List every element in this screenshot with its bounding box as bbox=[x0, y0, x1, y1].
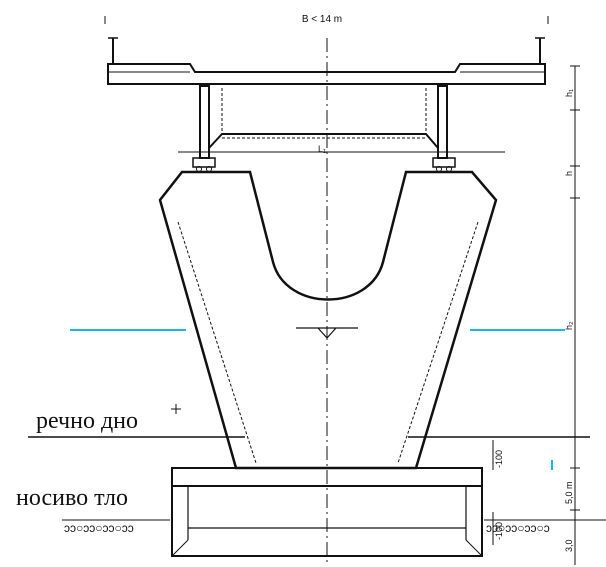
offset-label-bottom: -100 bbox=[494, 522, 504, 540]
foundation-offsets: -100 -100 bbox=[492, 440, 553, 545]
span-label: L₁ bbox=[318, 144, 326, 154]
height-label-h: h bbox=[564, 171, 574, 176]
soil-hatching-left: ↄɔ○ↄɔ○ↄɔ○ↄɔ bbox=[62, 519, 170, 535]
dim-label-5m: 5,0 m bbox=[564, 481, 574, 504]
offset-label-top: -100 bbox=[494, 450, 504, 468]
deck-width-dimension: B < 14 m bbox=[104, 14, 549, 25]
deck-railings bbox=[108, 37, 545, 64]
bridge-deck bbox=[107, 63, 546, 85]
riverbed: речно дно bbox=[28, 404, 590, 438]
dim-label-3m: 3,0 bbox=[564, 539, 574, 552]
height-label-h2: h₂ bbox=[564, 321, 574, 330]
span-dimension: L₁ bbox=[178, 144, 505, 154]
deck-width-label: B < 14 m bbox=[302, 14, 342, 25]
svg-text:ↄɔ○ↄɔ○ↄɔ○ↄɔ: ↄɔ○ↄɔ○ↄɔ○ↄɔ bbox=[64, 521, 134, 535]
water-level bbox=[70, 327, 565, 339]
water-level-marker bbox=[296, 327, 358, 339]
foundation bbox=[171, 467, 483, 557]
v-pier bbox=[158, 170, 498, 470]
bearing-soil-label: носиво тло bbox=[16, 485, 128, 511]
vertical-dimension-chain: h₁ h h₂ 5,0 m 3,0 bbox=[564, 65, 580, 565]
svg-text:ↄɔ○ↄɔ○ↄɔ○ↄ: ↄɔ○ↄɔ○ↄɔ○ↄ bbox=[486, 521, 550, 535]
bearings bbox=[192, 157, 456, 172]
height-label-h1: h₁ bbox=[564, 89, 574, 97]
riverbed-label: речно дно bbox=[36, 408, 138, 434]
soil-hatching-right: ↄɔ○ↄɔ○ↄɔ○ↄ bbox=[484, 519, 606, 535]
